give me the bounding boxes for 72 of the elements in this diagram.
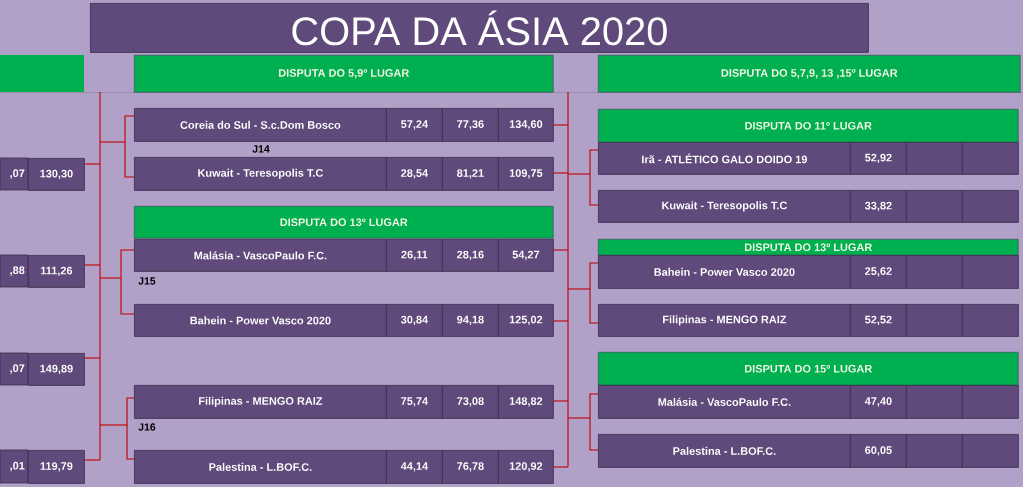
score-cell: 125,02	[498, 304, 554, 337]
score-cell: 60,05	[850, 434, 907, 468]
header-band: DISPUTA DO 15º LUGAR	[598, 352, 1019, 386]
score-cell: 47,40	[850, 385, 907, 419]
score-cell: 81,21	[442, 157, 499, 191]
score-cell: 52,52	[850, 304, 907, 337]
score-cell: 134,60	[498, 108, 554, 142]
bracket-line	[589, 262, 599, 290]
score-cell: 149,89	[28, 353, 85, 386]
score-cell: 111,26	[28, 255, 85, 288]
bracket-line	[552, 249, 569, 251]
score-cell: 148,82	[498, 385, 554, 419]
score-cell: 44,14	[386, 450, 443, 484]
score-cell: ,01	[0, 449, 29, 484]
score-cell: 76,78	[442, 450, 499, 484]
match-label: J15	[138, 277, 156, 285]
score-cell: 57,24	[386, 108, 443, 142]
score-cell: 52,92	[850, 142, 907, 175]
score-cell: 26,11	[386, 239, 443, 272]
bracket-line	[567, 173, 591, 175]
match-label: J16	[138, 423, 156, 431]
score-cell: ,07	[0, 157, 29, 191]
score-cell: 33,82	[850, 190, 907, 223]
header-band: DISPUTA DO 13º LUGAR	[134, 206, 554, 239]
bracket-line	[83, 459, 101, 461]
score-cell: 28,54	[386, 157, 443, 191]
score-cell: 109,75	[498, 157, 554, 191]
bracket-line	[126, 424, 135, 460]
bracket-line	[99, 91, 101, 461]
bracket-line	[589, 149, 599, 175]
header-band: DISPUTA DO 11º LUGAR	[598, 109, 1019, 143]
bracket-line	[589, 288, 599, 324]
score-cell: 120,92	[498, 450, 554, 484]
score-cell: 130,30	[28, 158, 85, 191]
bracket-line	[124, 115, 135, 143]
bracket-line	[552, 124, 569, 126]
score-cell: 75,74	[386, 385, 443, 419]
score-cell: 54,27	[498, 239, 554, 272]
bracket-line	[552, 400, 569, 402]
bracket-line	[83, 163, 101, 165]
bracket-line	[83, 357, 101, 359]
score-cell: ,07	[0, 352, 29, 386]
bracket-line	[567, 288, 591, 290]
bracket-line	[552, 172, 569, 174]
score-cell: 25,62	[850, 255, 907, 289]
score-cell: 73,08	[442, 385, 499, 419]
score-cell: 77,36	[442, 108, 499, 142]
bracket-line	[589, 393, 599, 419]
score-cell: ,88	[0, 254, 29, 288]
bracket-line	[120, 249, 135, 279]
bracket-line	[83, 264, 101, 266]
bracket-line	[552, 466, 569, 468]
bracket-line	[99, 424, 128, 426]
score-cell: 94,18	[442, 304, 499, 337]
bracket-line	[589, 173, 599, 206]
bracket-line	[99, 141, 126, 143]
header-band: DISPUTA DO 5,9º LUGAR	[134, 55, 554, 93]
bracket-line	[567, 417, 591, 419]
header-band: DISPUTA DO 5,7,9, 13 ,15º LUGAR	[598, 55, 1021, 93]
title-banner: COPA DA ÁSIA 2020	[90, 3, 869, 53]
bracket-line	[567, 91, 569, 468]
bracket-line	[552, 320, 569, 322]
bracket-line	[120, 277, 135, 315]
bracket-line	[99, 277, 122, 279]
bracket-line	[589, 417, 599, 451]
score-cell: 30,84	[386, 304, 443, 337]
header-band: DISPUTA DO 13º LUGAR	[598, 239, 1019, 256]
score-cell: 119,79	[28, 450, 85, 484]
match-label: J14	[252, 145, 270, 153]
score-cell: 28,16	[442, 239, 499, 272]
bracket-line	[126, 397, 135, 426]
bracket-line	[124, 141, 135, 178]
